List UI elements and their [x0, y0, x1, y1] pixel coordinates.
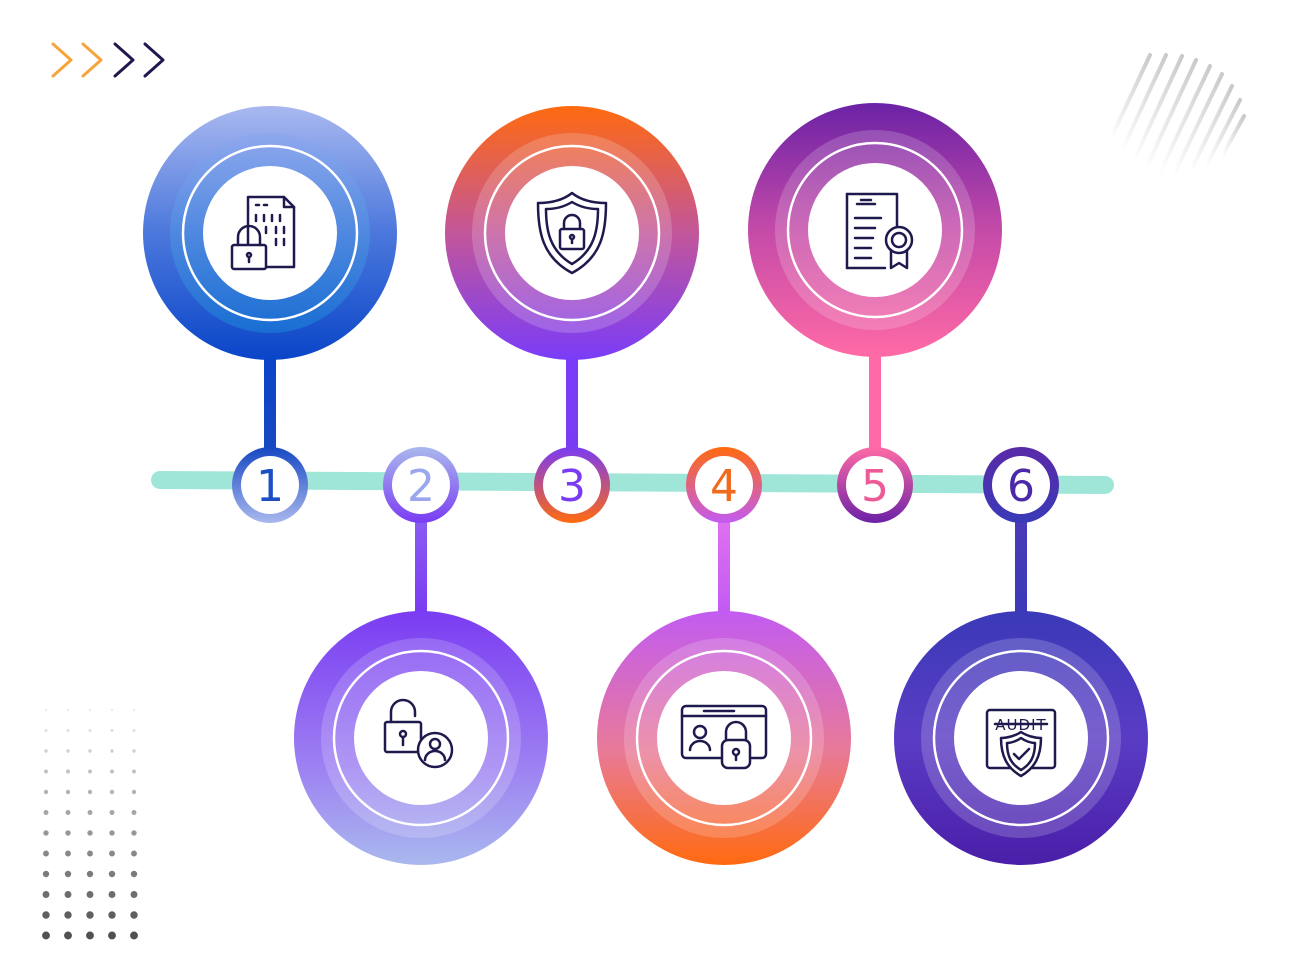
id-card-lock-icon — [680, 704, 768, 770]
dot-grid-decoration — [42, 708, 138, 940]
decor-dot — [109, 789, 115, 795]
decor-dot — [131, 810, 137, 815]
step-number-5: 5 — [861, 461, 889, 512]
unlock-user-icon — [383, 698, 454, 769]
decor-dot — [44, 769, 48, 774]
number-node-2: 2 — [383, 447, 459, 523]
decor-dot — [108, 931, 116, 940]
step-circle-4 — [597, 611, 851, 865]
orange-chevron-icon — [81, 42, 103, 78]
decor-dot — [43, 789, 49, 795]
audit-shield-icon — [985, 708, 1057, 778]
diagonal-stripes-decoration — [1108, 53, 1246, 176]
stem-6 — [1015, 520, 1027, 612]
decor-dot — [130, 911, 138, 919]
decor-dot — [65, 810, 71, 815]
decor-dot — [65, 850, 71, 857]
decor-dot — [66, 708, 70, 712]
decor-dot — [130, 891, 138, 898]
decor-dot — [44, 708, 48, 712]
orange-chevron-icon — [51, 42, 73, 78]
step-number-6: 6 — [1007, 461, 1035, 512]
decor-dot — [86, 870, 94, 878]
timeline-bar — [151, 471, 1114, 494]
certificate-icon — [845, 192, 914, 270]
decor-dot — [42, 911, 50, 919]
decor-dot — [109, 830, 115, 836]
decor-dot — [44, 729, 48, 732]
stem-3 — [566, 355, 578, 450]
decor-dot — [42, 891, 50, 898]
decor-dot — [108, 870, 116, 878]
stem-5 — [869, 355, 881, 450]
stem-2 — [415, 520, 427, 612]
decor-dot — [131, 850, 137, 857]
decor-dot — [130, 931, 138, 940]
decor-dot — [108, 911, 116, 919]
decor-dot — [88, 729, 92, 732]
decor-dot — [42, 931, 50, 940]
decor-dot — [132, 729, 136, 732]
decor-dot — [110, 729, 114, 732]
decor-dot — [64, 870, 72, 878]
decor-dot — [64, 891, 72, 898]
decor-dot — [87, 830, 93, 836]
decor-dot — [88, 749, 92, 753]
decor-dot — [87, 789, 93, 795]
stem-4 — [718, 520, 730, 612]
shield-lock-icon — [536, 191, 608, 275]
step-number-1: 1 — [256, 461, 284, 512]
number-node-3: 3 — [534, 447, 610, 523]
decor-dot — [131, 789, 137, 795]
decor-dot — [43, 810, 49, 815]
binary-file-lock-icon — [230, 195, 296, 271]
decor-dot — [43, 850, 49, 857]
number-node-4: 4 — [686, 447, 762, 523]
decor-dot — [88, 708, 92, 712]
decor-dot — [86, 931, 94, 940]
decor-dot — [87, 850, 93, 857]
step-circle-1 — [143, 106, 397, 360]
decor-dot — [64, 911, 72, 919]
decor-dot — [66, 729, 70, 732]
decor-dot — [132, 749, 136, 753]
decor-dot — [44, 749, 48, 753]
decor-dot — [86, 891, 94, 898]
decor-dot — [65, 789, 71, 795]
decor-dot — [87, 810, 93, 815]
decor-dot — [130, 870, 138, 878]
navy-chevron-icon — [113, 42, 135, 78]
decor-dot — [131, 830, 137, 836]
step-number-2: 2 — [407, 461, 435, 512]
step-circle-3 — [445, 106, 699, 360]
decor-dot — [109, 810, 115, 815]
decor-dot — [110, 749, 114, 753]
step-number-4: 4 — [710, 461, 738, 512]
number-node-6: 6 — [983, 447, 1059, 523]
decor-dot — [110, 769, 114, 774]
number-node-5: 5 — [837, 447, 913, 523]
decor-dot — [43, 830, 49, 836]
chevron-group — [51, 42, 165, 78]
audit-label: AUDIT — [995, 716, 1046, 734]
decor-dot — [132, 708, 136, 712]
decor-dot — [86, 911, 94, 919]
decor-dot — [66, 769, 70, 774]
step-number-3: 3 — [558, 461, 586, 512]
decor-dot — [88, 769, 92, 774]
decor-dot — [108, 891, 116, 898]
decor-dot — [42, 870, 50, 878]
decor-dot — [66, 749, 70, 753]
stem-1 — [264, 355, 276, 450]
connector-stems — [264, 355, 1027, 612]
decor-dot — [64, 931, 72, 940]
step-circle-5 — [748, 103, 1002, 357]
decor-dot — [132, 769, 136, 774]
number-node-1: 1 — [232, 447, 308, 523]
decor-dot — [65, 830, 71, 836]
decor-dot — [110, 708, 114, 712]
navy-chevron-icon — [143, 42, 165, 78]
decor-dot — [109, 850, 115, 857]
